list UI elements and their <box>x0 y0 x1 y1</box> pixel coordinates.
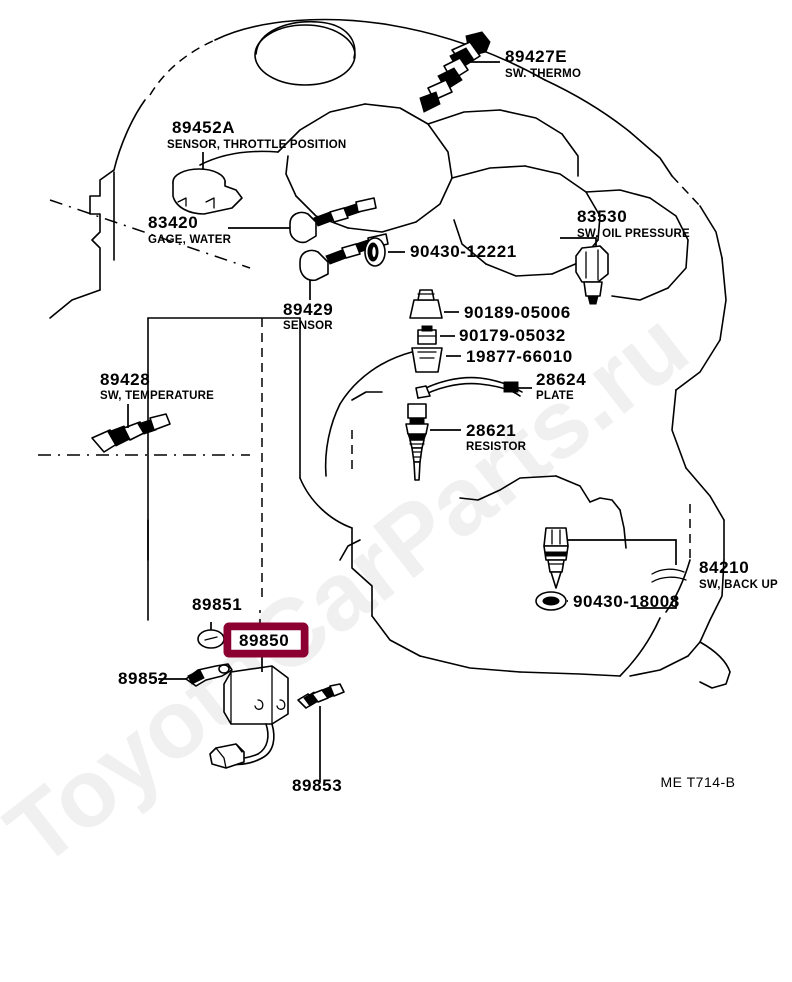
part-89853-screw <box>297 683 345 709</box>
callout-desc-28624: PLATE <box>536 390 574 402</box>
part-90430-18008-gasket <box>535 591 567 611</box>
leader-83530 <box>560 237 597 246</box>
leader-84210-curve2 <box>651 576 687 583</box>
part-89850-control-unit <box>209 665 289 769</box>
callout-desc-83530: SW. OIL PRESSURE <box>577 228 690 240</box>
callout-number-90430-12221: 90430-12221 <box>410 242 517 261</box>
callout-number-90179-05032: 90179-05032 <box>459 326 566 345</box>
part-84210-backup-switch <box>543 527 569 589</box>
callout-labels: 89427E SW. THERMO 89452A SENSOR, THROTTL… <box>100 47 778 795</box>
diagram-code: ME T714-B <box>660 774 735 790</box>
callout-number-28621: 28621 <box>466 421 516 440</box>
callout-number-83530: 83530 <box>577 207 627 226</box>
callout-number-89851: 89851 <box>192 595 242 614</box>
part-89427e-thermo-switch <box>419 31 491 113</box>
callout-number-89427e: 89427E <box>505 47 567 66</box>
part-90430-12221-washer <box>364 237 386 267</box>
callout-number-89852: 89852 <box>118 669 168 688</box>
highlight-box-border[interactable] <box>223 622 309 658</box>
callout-desc-89429: SENSOR <box>283 320 333 332</box>
callout-desc-84210: SW, BACK UP <box>699 579 778 591</box>
callout-desc-83420: GAGE, WATER <box>148 234 232 246</box>
part-90189-05006-bolt <box>409 289 443 319</box>
callout-desc-89427e: SW. THERMO <box>505 68 581 80</box>
part-83530-oil-pressure-switch <box>575 245 609 305</box>
callout-number-89429: 89429 <box>283 300 333 319</box>
callout-number-28624: 28624 <box>536 370 586 389</box>
leader-84210-bottom <box>637 596 677 609</box>
leader-84210-curve <box>651 568 685 575</box>
callout-number-83420: 83420 <box>148 213 198 232</box>
part-90179-05032-nut <box>417 325 437 345</box>
part-28624-plate <box>415 376 523 399</box>
callout-number-89428: 89428 <box>100 370 150 389</box>
part-89428-temperature-switch <box>91 413 171 453</box>
callout-number-90189-05006: 90189-05006 <box>464 303 571 322</box>
callout-number-84210: 84210 <box>699 558 749 577</box>
callout-number-19877-66010: 19877-66010 <box>466 347 573 366</box>
callout-desc-89428: SW, TEMPERATURE <box>100 390 214 402</box>
highlight-box-inner <box>231 630 301 650</box>
leader-84210-top <box>568 539 677 565</box>
part-89852-bracket <box>185 663 233 687</box>
part-water-temp-sender-upper <box>289 197 377 244</box>
part-83420-water-gage <box>172 168 243 215</box>
callout-desc-28621: RESISTOR <box>466 441 527 453</box>
callout-number-89452a: 89452A <box>172 118 235 137</box>
highlighted-part-box[interactable]: 89850 <box>223 622 309 658</box>
part-89851-cap <box>197 629 225 649</box>
callout-desc-89452a: SENSOR, THROTTLE POSITION <box>167 139 346 151</box>
highlighted-part-number: 89850 <box>239 631 289 650</box>
callout-number-89853: 89853 <box>292 776 342 795</box>
part-28621-resistor <box>405 403 429 481</box>
part-19877-66010-insulator <box>411 347 443 373</box>
engine-body-outline <box>38 18 731 689</box>
callout-number-90430-18008: 90430-18008 <box>573 592 680 611</box>
